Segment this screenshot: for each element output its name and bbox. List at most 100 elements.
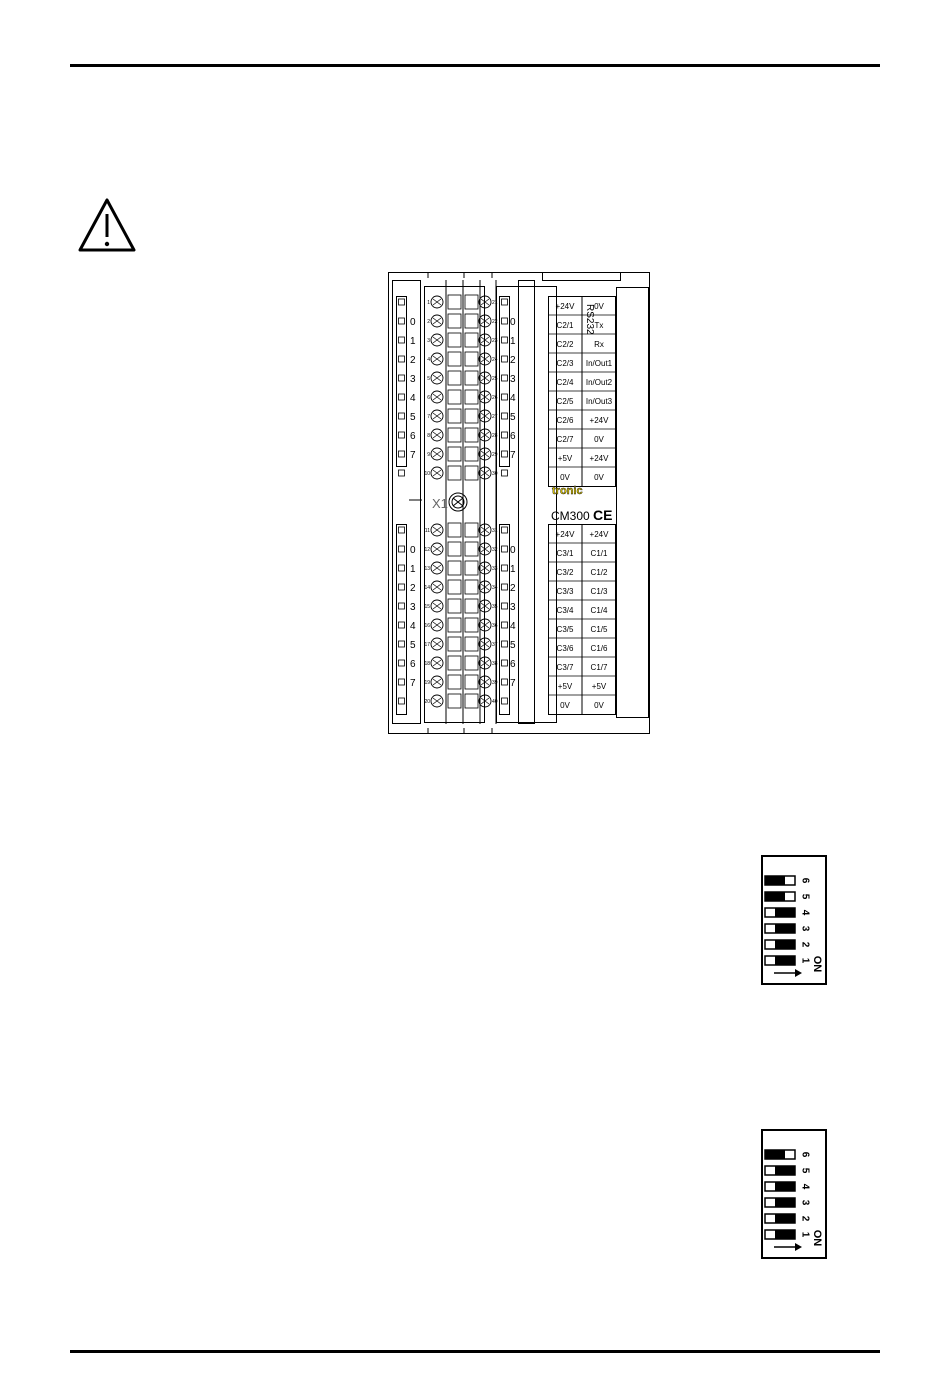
label-cell-left: C3/3 (557, 587, 574, 596)
label-cell-right: C1/4 (591, 606, 608, 615)
terminal-screw-icon (478, 580, 492, 594)
terminal-screw-icon (430, 295, 444, 309)
terminal-screw-icon (430, 333, 444, 347)
terminal-screw-icon (430, 618, 444, 632)
channel-number: 5 (410, 640, 416, 651)
terminal-number: 12 (424, 547, 430, 553)
wire-slot (447, 408, 462, 424)
label-cell-left: +5V (558, 454, 573, 463)
label-cell-left: C2/4 (557, 378, 574, 387)
wire-slot (464, 408, 479, 424)
terminal-number: 33 (492, 566, 498, 572)
terminal-number: 5 (427, 376, 430, 382)
label-cell-left: C2/1 (557, 321, 574, 330)
terminal-screw-icon (478, 599, 492, 613)
terminal-screw-icon (430, 561, 444, 575)
terminal-number: 39 (492, 680, 498, 686)
terminal-screw-icon (478, 694, 492, 708)
channel-led-icon (398, 640, 405, 648)
terminal-number: 18 (424, 661, 430, 667)
channel-number: 2 (410, 583, 416, 594)
terminal-number: 35 (492, 604, 498, 610)
label-cell-left: C3/7 (557, 663, 574, 672)
channel-led-icon (398, 564, 405, 572)
channel-led-icon (501, 697, 508, 705)
terminal-screw-icon (478, 314, 492, 328)
channel-number: 7 (510, 678, 516, 689)
terminal-number: 32 (492, 547, 498, 553)
channel-number: 6 (510, 659, 516, 670)
rs232-label: RS232 (584, 304, 595, 335)
brand-logo: tronic (552, 485, 583, 497)
terminal-number: 28 (492, 433, 498, 439)
channel-number: 1 (510, 564, 516, 575)
channel-number: 0 (410, 317, 416, 328)
wire-slot (447, 655, 462, 671)
label-cell-right: Tx (595, 321, 604, 330)
label-cell-left: C3/6 (557, 644, 574, 653)
channel-led-icon (501, 431, 508, 439)
channel-number: 6 (410, 431, 416, 442)
channel-led-icon (501, 659, 508, 667)
terminal-screw-icon (430, 314, 444, 328)
terminal-screw-icon (478, 409, 492, 423)
terminal-number: 19 (424, 680, 430, 686)
channel-led-icon (501, 412, 508, 420)
channel-led-icon (398, 545, 405, 553)
label-cell-right: +24V (590, 416, 610, 425)
channel-number: 6 (510, 431, 516, 442)
connector-label: X1 (432, 496, 448, 511)
ce-mark: CE (593, 507, 612, 523)
channel-number: 4 (410, 393, 416, 404)
wire-slot (447, 617, 462, 633)
wire-slot (447, 351, 462, 367)
label-cell-right: +5V (592, 682, 607, 691)
channel-number: 0 (410, 545, 416, 556)
terminal-screw-icon (478, 561, 492, 575)
wire-slot (447, 427, 462, 443)
channel-led-icon (398, 355, 405, 363)
wire-slot (447, 560, 462, 576)
terminal-number: 25 (492, 376, 498, 382)
terminal-screw-icon (430, 694, 444, 708)
label-cell-left: C2/2 (557, 340, 574, 349)
terminal-screw-icon (478, 542, 492, 556)
channel-led-icon (501, 450, 508, 458)
wire-slot (464, 541, 479, 557)
label-cell-right: Rx (594, 340, 604, 349)
terminal-number: 34 (492, 585, 498, 591)
terminal-number: 27 (492, 414, 498, 420)
channel-led-icon (398, 317, 405, 325)
channel-led-icon (398, 393, 405, 401)
channel-number: 2 (510, 355, 516, 366)
terminal-number: 24 (492, 357, 498, 363)
terminal-screw-icon (430, 371, 444, 385)
terminal-number: 11 (425, 528, 430, 534)
channel-led-icon (501, 469, 508, 477)
terminal-screw-icon (478, 295, 492, 309)
channel-number: 4 (510, 393, 516, 404)
wire-slot (464, 693, 479, 709)
channel-number: 5 (510, 412, 516, 423)
top-rule (70, 64, 880, 67)
channel-led-icon (501, 621, 508, 629)
terminal-number: 31 (492, 528, 498, 534)
terminal-screw-icon (478, 390, 492, 404)
wire-slot (464, 522, 479, 538)
terminal-number: 30 (492, 471, 498, 477)
terminal-number: 13 (424, 566, 430, 572)
channel-led-icon (398, 469, 405, 477)
channel-led-icon (501, 374, 508, 382)
channel-led-icon (501, 526, 508, 534)
label-cell-left: +24V (556, 302, 576, 311)
wire-slot (447, 389, 462, 405)
bottom-rule (70, 1350, 880, 1353)
terminal-screw-icon (478, 447, 492, 461)
channel-number: 7 (510, 450, 516, 461)
channel-led-icon (398, 659, 405, 667)
channel-led-icon (501, 336, 508, 344)
channel-led-icon (398, 526, 405, 534)
dip-on-label: ON (811, 956, 823, 973)
dip-switch-number: 5 (799, 1168, 810, 1174)
